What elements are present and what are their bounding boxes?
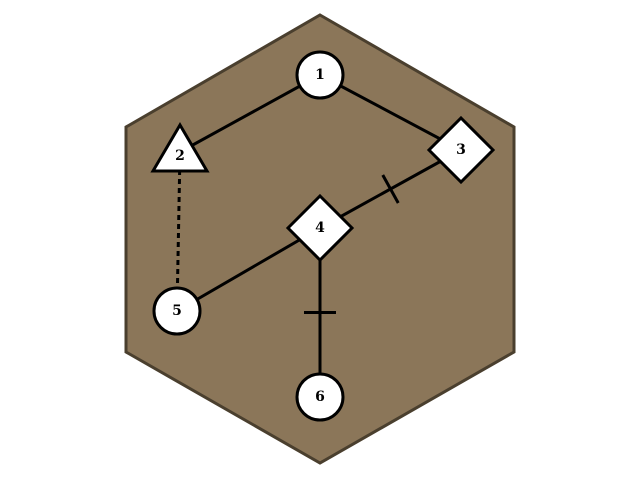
node-5[interactable]: 5	[152, 286, 202, 336]
node-6-circle-icon	[295, 372, 345, 422]
edge-1-2	[179, 73, 321, 154]
node-4-diamond-icon	[285, 193, 355, 263]
edge-1-3	[319, 73, 462, 152]
node-label: 2	[175, 148, 185, 164]
node-5-circle-icon	[152, 286, 202, 336]
node-4[interactable]: 4	[285, 193, 355, 263]
node-3[interactable]: 3	[426, 115, 496, 185]
node-2-triangle-icon	[150, 122, 210, 173]
node-3-diamond-icon	[426, 115, 496, 185]
node-label: 5	[172, 303, 182, 319]
edge-mark-3-4	[381, 174, 400, 204]
node-label: 6	[315, 389, 325, 405]
nodes-layer: 1 2 3 4 5 6	[150, 50, 496, 422]
node-2[interactable]: 2	[150, 122, 210, 173]
edges-layer	[175, 73, 462, 397]
node-6[interactable]: 6	[295, 372, 345, 422]
node-1-circle-icon	[295, 50, 345, 100]
node-label: 1	[315, 67, 325, 83]
node-label: 4	[315, 220, 325, 236]
node-label: 3	[456, 142, 466, 158]
edge-4-5	[176, 226, 321, 313]
node-1[interactable]: 1	[295, 50, 345, 100]
